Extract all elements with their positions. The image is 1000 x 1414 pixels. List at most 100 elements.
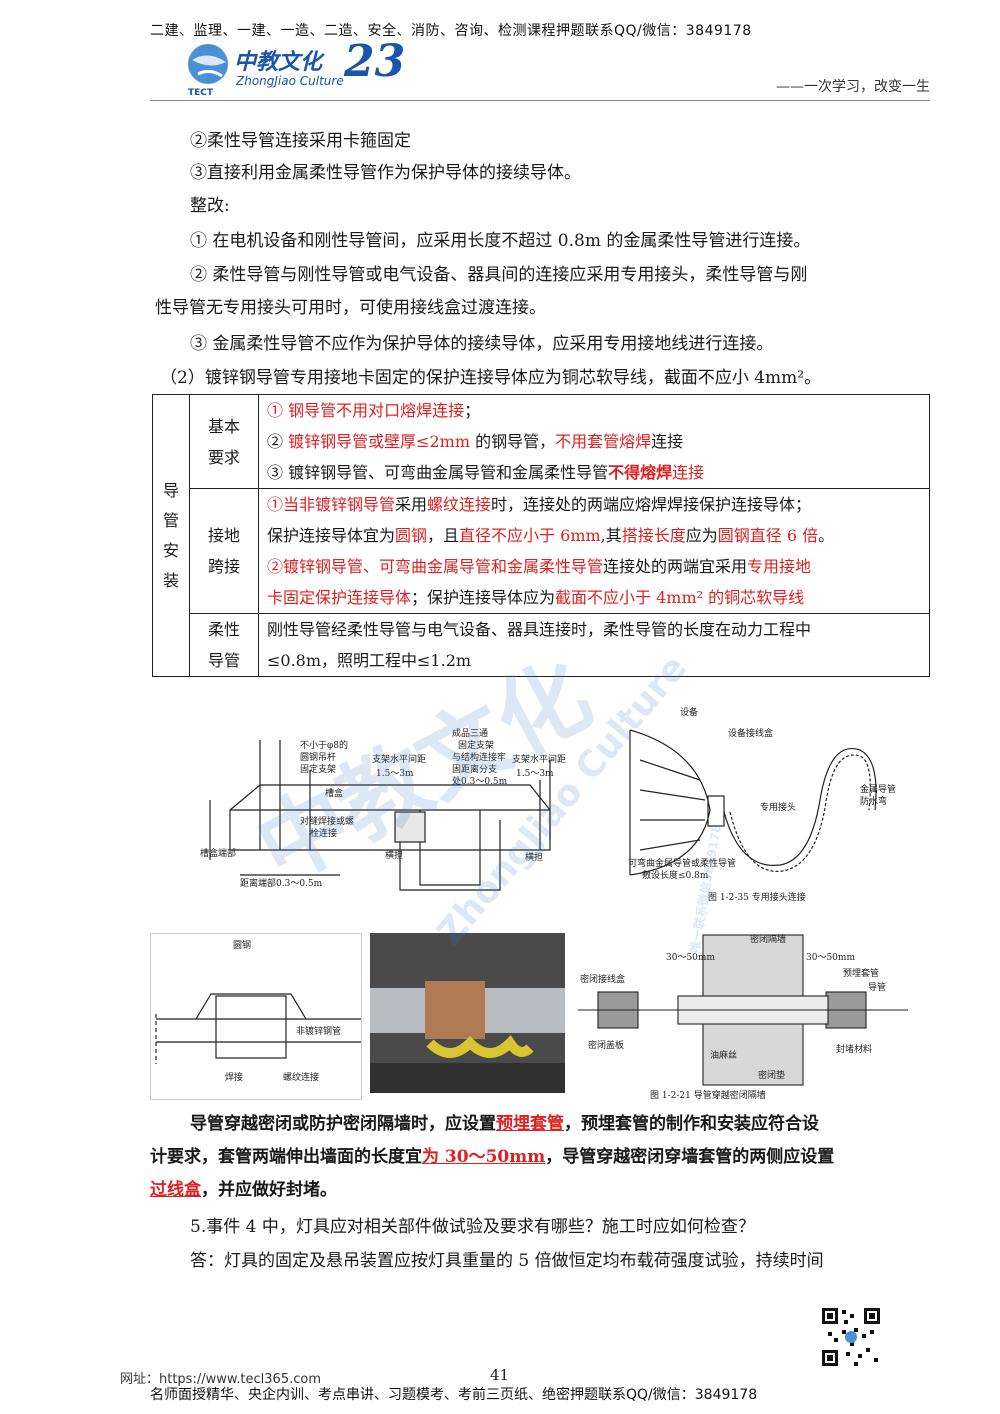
fig5-caption: 图 1-2-21 导管穿越密闭隔墙 [650,1089,766,1101]
footer-url[interactable]: 网址：https://www.tecl365.com [120,1372,321,1387]
text: ，并应做好封堵。 [201,1180,337,1200]
fig1-label: 固定支架 [300,763,336,775]
text: 连接 [651,432,684,451]
ground-line-2: 保护连接导体宜为圆钢，且直径不应小于 6mm,其搭接长度应为圆钢直径 6 倍。 [267,520,921,551]
figure-cable-tray: 不小于φ8的 圆钢吊杆 固定支架 槽盒 成品三通 固定支架 与结构连接牢 固距离… [180,700,580,900]
fig2-label: 专用接头 [760,801,796,813]
text: ③ 镀锌钢导管、可弯曲金属导管和金属柔性导管 [267,463,609,482]
label-part: 跨接 [207,557,240,576]
fig5-label: 预埋套管 [843,967,879,979]
text-red: 直径不应小于 6mm [459,526,601,545]
qr-code [820,1306,882,1368]
table-row: 柔性 导管 刚性导管经柔性导管与电气设备、器具连接时，柔性导管的长度在动力工程中… [153,613,930,677]
table-row: 导 管 安 装 基本 要求 ① 钢导管不用对口熔焊连接； ② 镀锌钢导管或壁厚≤… [152,394,930,677]
fig5-label: 30～50mm [806,953,855,963]
text: 保护连接导体宜为 [267,526,396,545]
fig3-label: 非镀锌钢管 [296,1025,341,1037]
fig5-label: 油麻丝 [710,1049,737,1061]
conduit-requirements-table: 导 管 安 装 基本 要求 ① 钢导管不用对口熔焊连接； ② 镀锌钢导管或壁厚≤… [152,394,930,677]
table-row: 接地 跨接 ①当非镀锌钢导管采用螺纹连接时，连接处的两端应熔焊焊接保护连接导体；… [153,488,930,614]
text-red: 专用接地 [747,557,812,576]
intro-line-7: ③ 金属柔性导管不应作为保护导体的接续导体，应采用专用接地线进行连接。 [190,334,774,354]
table-side-label: 导 管 安 装 [152,394,190,677]
side-char: 导 [162,480,179,500]
fig1-label: 成品三通 [452,727,488,739]
text: 。 [818,526,835,545]
text-red: 镀锌钢导管或壁厚≤2mm [288,432,471,451]
label-part: 基本 [207,416,240,436]
fig1-label: 槽盒端部 [200,847,236,859]
flex-line-2: ≤0.8m，照明工程中≤1.2m [267,651,472,670]
text: 的钢导管， [470,432,556,451]
fig1-label: 固距离分支 [452,763,497,775]
text: ,其 [600,526,622,545]
ground-line-3: ②镀锌钢导管、可弯曲金属导管和金属柔性导管连接处的两端宜采用专用接地 [267,551,921,582]
fig1-label: 距离端部0.3～0.5m [240,877,323,889]
row-label-basic: 基本 要求 [189,394,259,489]
photo-grounding-clamp [370,933,565,1093]
figure-sealed-wall: 密闭隔墙 30～50mm 30～50mm 预埋套管 导管 密闭接线盒 密闭盖板 … [578,930,908,1105]
text: 应为 [685,526,718,545]
text-red: 圆钢 [395,526,428,545]
fig1-label: 横担 [525,851,543,863]
question-5: 5.事件 4 中，灯具应对相关部件做试验及要求有哪些？施工时应如何检查？ [190,1217,755,1237]
intro-line-3: 整改: [190,196,230,216]
text-red: ①当非镀锌钢导管 [267,495,396,514]
text: ，导管穿越密闭穿墙套管的两侧应设置 [545,1147,835,1167]
fig5-label: 密闭垫 [758,1069,785,1081]
fig2-label: 防水弯 [860,795,887,807]
ground-line-4: 卡固定保护连接导体；保护连接导体应为截面不应小于 4mm² 的铜芯软导线 [267,582,921,613]
text-red-underline: 预埋套管 [496,1114,564,1134]
label-part: 导管 [207,651,240,670]
figure-special-joint: 设备 设备接线盒 专用接头 金属导管 防水弯 可弯曲金属导管或柔性导管 敷设长度… [620,700,920,910]
label-part: 柔性 [207,620,240,639]
fig5-label: 密闭盖板 [588,1039,624,1051]
fig5-label: 30～50mm [666,953,715,963]
fig2-label: 可弯曲金属导管或柔性导管 [628,857,736,869]
text: ，预埋套管的制作和安装应符合设 [564,1114,819,1134]
figure-round-steel-bridge: 圆钢 非镀锌钢管 焊接 螺纹连接 [150,933,362,1100]
intro-line-5: ② 柔性导管与刚性导管或电气设备、器具间的连接应采用专用接头，柔性导管与刚 [190,265,808,285]
logo-anniversary: 23 [344,36,406,87]
intro-line-6: 性导管无专用接头可用时，可使用接线盒过渡连接。 [155,298,546,318]
text-red: 连接 [672,463,705,482]
text-red-underline: 为 30～50mm [422,1147,546,1167]
basic-line-1: ① 钢导管不用对口熔焊连接； [267,395,921,426]
fig5-label: 封堵材料 [836,1043,872,1055]
globe-icon [188,44,228,84]
row-content-basic: ① 钢导管不用对口熔焊连接； ② 镀锌钢导管或壁厚≤2mm 的钢导管，不用套管熔… [258,394,930,489]
fig1-label: 栓连接 [310,827,337,839]
fig2-label: 设备接线盒 [728,727,773,739]
fig1-label: 槽盒 [325,787,343,799]
text: 计要求，套管两端伸出墙面的长度宜 [150,1147,422,1167]
row-label-grounding: 接地 跨接 [189,488,259,614]
intro-line-1: ②柔性导管连接采用卡箍固定 [190,131,411,151]
side-char: 装 [162,570,179,590]
text: ； [464,401,481,420]
intro-line-2: ③直接利用金属柔性导管作为保护导体的接续导体。 [190,163,581,183]
fig5-label: 密闭接线盒 [580,973,625,985]
fig1-label: 不小于φ8的 [300,739,348,751]
text-red-underline: 过线盒 [150,1180,201,1200]
fig2-caption: 图 1-2-35 专用接头连接 [708,891,806,903]
fig3-label: 圆钢 [233,939,251,951]
fig5-label: 导管 [868,981,886,993]
logo-title: 中教文化 [234,50,323,75]
text-red: 不用套管熔焊 [555,432,652,451]
text-red: 截面不应小于 4mm² 的铜芯软导线 [555,588,805,607]
row-content-flexible: 刚性导管经柔性导管与电气设备、器具连接时，柔性导管的长度在动力工程中 ≤0.8m… [258,613,930,677]
text-red: 搭接长度 [621,526,686,545]
label-part: 接地 [207,526,240,545]
logo-small-text: TECT [188,88,214,98]
flex-line-1: 刚性导管经柔性导管与电气设备、器具连接时，柔性导管的长度在动力工程中 [267,620,812,639]
text: 导管穿越密闭或防护密闭隔墙时，应设置 [190,1114,496,1134]
header-contact-line: 二建、监理、一建、一造、二造、安全、消防、咨询、检测课程押题联系QQ/微信：38… [150,23,752,39]
brand-logo: 中教文化 ZhongJiao Culture 23 TECT [186,36,405,98]
fig1-label: 与结构连接牢 [452,751,506,763]
fig1-label: 支架水平间距 [512,753,566,765]
fig1-label: 1.5～3m [376,769,414,779]
sealed-wall-paragraph: 导管穿越密闭或防护密闭隔墙时，应设置预埋套管，预埋套管的制作和安装应符合设 计要… [150,1108,930,1207]
text: ；保护连接导体应为 [411,588,556,607]
text: ，且 [427,526,460,545]
page-number: 41 [490,1366,510,1384]
